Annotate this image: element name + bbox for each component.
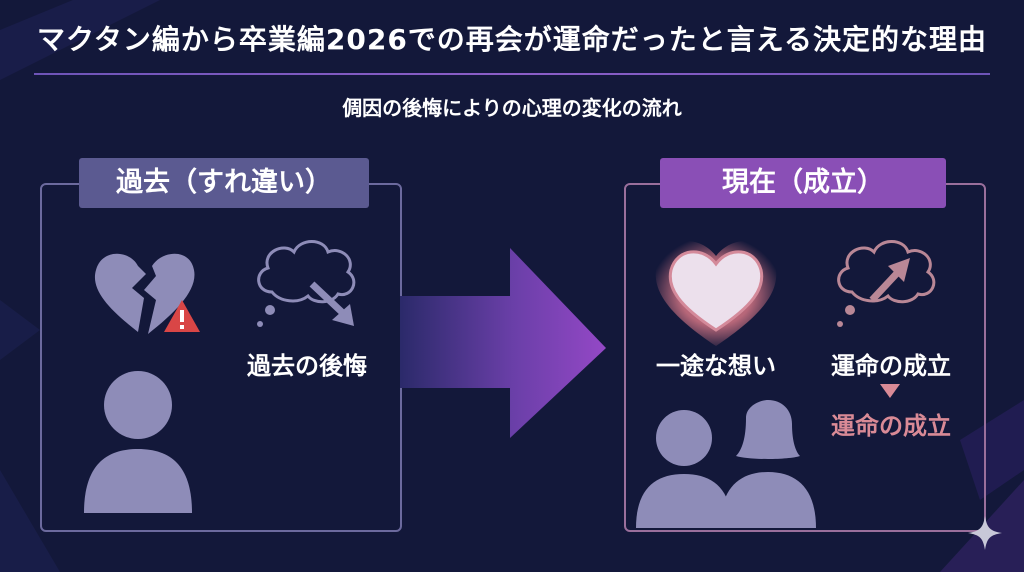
warning-icon [164,300,200,332]
present-devotion-label: 一途な想い [656,352,776,380]
glowing-heart-icon [655,241,777,346]
present-fate-label: 運命の成立 [831,352,951,380]
person-icon [84,371,192,513]
thought-cloud-up-arrow-icon [837,240,936,327]
broken-heart-icon [94,253,195,334]
present-fate-result-label: 運命の成立 [831,412,951,440]
page-subtitle: 倜因の後悔によりの心理の変化の流れ [342,96,682,120]
couple-icon [636,400,816,528]
past-heading: 過去（すれ違い） [79,158,369,208]
big-right-arrow [400,248,606,438]
down-triangle-icon [880,384,900,398]
present-heading: 現在（成立） [660,158,946,208]
page-title: マクタン編から卒業編2026での再会が運命だったと言える決定的な理由 [37,23,987,56]
title-divider [34,73,990,75]
sparkle-icon [968,516,1002,550]
past-regret-label: 過去の後悔 [247,352,367,380]
thought-cloud-down-arrow-icon [257,240,356,327]
